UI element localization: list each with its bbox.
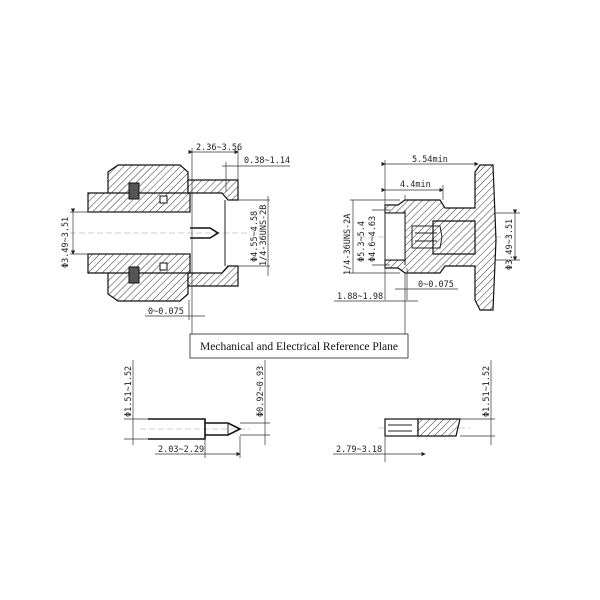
socket-detail: Φ1.51~1.52 2.79~3.18 xyxy=(333,360,495,462)
dim-offset: 1.88~1.98 xyxy=(337,292,383,302)
dim-bore-dia: Φ4.55~4.58 xyxy=(250,211,260,262)
right-connector: 5.54min 4.4min 1/4-36UNS-2A Φ5.3~5.4 Φ4.… xyxy=(334,155,520,311)
dim-bore-dia: Φ4.6~4.63 xyxy=(368,216,378,262)
coupling-bottom xyxy=(187,265,239,287)
socket-body xyxy=(417,418,461,437)
dim-socket-length: 2.79~3.18 xyxy=(336,445,382,455)
pin-shank xyxy=(148,418,206,440)
dim-recess: 0.38~1.14 xyxy=(244,156,290,166)
pin-tip xyxy=(205,422,242,436)
pin-detail: Φ1.51~1.52 Φ0.92~0.93 2.03~2.29 xyxy=(124,360,270,458)
coupling-top xyxy=(187,179,239,201)
dim-depth: 4.4min xyxy=(400,180,431,190)
dim-outer-dia: Φ5.3~5.4 xyxy=(357,221,367,262)
dim-pin-length: 2.03~2.29 xyxy=(158,445,204,455)
dim-total: 5.54min xyxy=(412,155,448,165)
thread-spec: 1/4-36UNS-2B xyxy=(259,205,269,266)
center-pin xyxy=(190,227,220,239)
dim-inner-dia: Φ3.49~3.51 xyxy=(505,219,515,270)
socket-insulator xyxy=(432,220,476,255)
dim-gap: 0~0.075 xyxy=(148,307,184,317)
dim-inner-dia: Φ3.49~3.51 xyxy=(61,217,71,268)
left-connector: 2.36~3.56 0.38~1.14 Φ3.49~3.51 Φ4.55~4.5… xyxy=(61,143,290,357)
dim-pin-dia: Φ1.51~1.52 xyxy=(124,366,134,417)
dim-gap: 0~0.075 xyxy=(418,280,454,290)
dim-length: 2.36~3.56 xyxy=(196,143,242,153)
reference-plane-label: Mechanical and Electrical Reference Plan… xyxy=(200,341,398,353)
reference-plane-box xyxy=(189,333,409,359)
dim-tip-dia: Φ0.92~0.93 xyxy=(256,366,266,417)
dim-socket-dia: Φ1.51~1.52 xyxy=(482,366,492,417)
thread-spec: 1/4-36UNS-2A xyxy=(343,214,353,275)
